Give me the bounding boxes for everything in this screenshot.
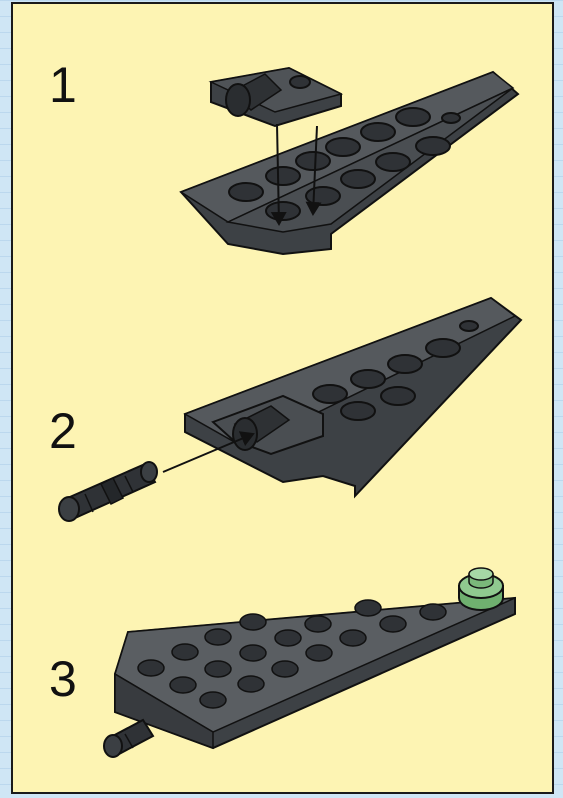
pin-plate-1 bbox=[211, 68, 341, 126]
wedge-plate-2 bbox=[185, 298, 521, 496]
green-round-plate bbox=[459, 568, 503, 610]
instruction-page: 1 2 3 bbox=[11, 2, 554, 794]
assembled-wing bbox=[104, 568, 515, 757]
step-1-illustration bbox=[13, 44, 552, 304]
step-3-illustration bbox=[13, 552, 552, 792]
wing-pin bbox=[104, 720, 153, 757]
connector-pin bbox=[59, 462, 157, 521]
step-2-illustration bbox=[13, 286, 552, 526]
